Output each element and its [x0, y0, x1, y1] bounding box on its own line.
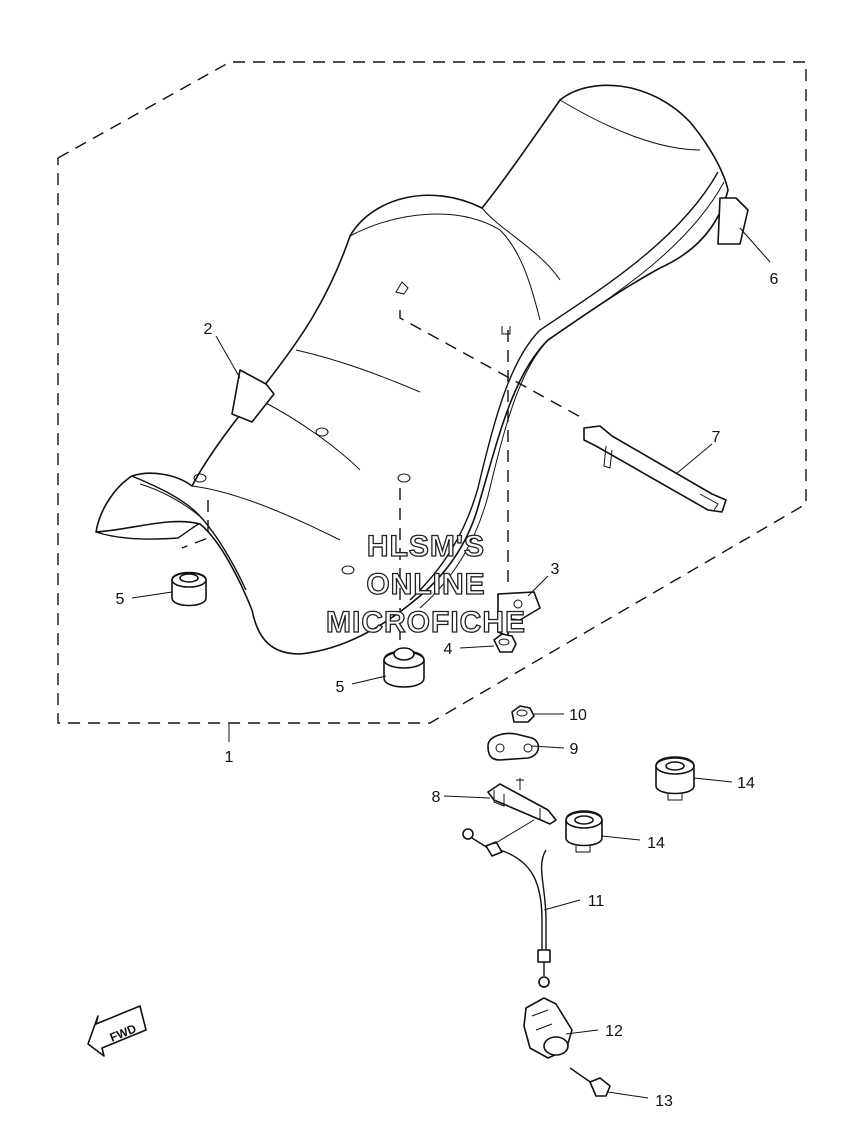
- part-9-plate: [487, 732, 540, 761]
- part-4-nut: [493, 633, 517, 653]
- part-13-bolt: [569, 1067, 611, 1097]
- watermark: HLSM'S ONLINE MICROFICHE: [325, 529, 526, 639]
- leader-3: [527, 575, 549, 597]
- callout-9: 9: [570, 741, 579, 758]
- part-2-label: [231, 369, 275, 423]
- callout-14a: 14: [737, 775, 755, 792]
- part-6-tab: [717, 197, 749, 245]
- watermark-line-2: ONLINE: [366, 568, 485, 601]
- part-10-nut: [511, 705, 535, 723]
- leader-7: [675, 443, 713, 475]
- part-7-strap: [583, 425, 727, 513]
- leader-11: [543, 899, 581, 911]
- callout-13: 13: [655, 1093, 673, 1110]
- leader-12: [565, 1029, 599, 1035]
- callout-7: 7: [712, 429, 721, 446]
- leader-11-bracket: [493, 819, 535, 845]
- leader-2: [215, 335, 241, 379]
- part-14-damper-upper: [655, 756, 695, 801]
- part-8-bracket: [487, 778, 557, 825]
- part-5-damper-front: [171, 571, 207, 607]
- callout-8: 8: [432, 789, 441, 806]
- seat: [95, 84, 729, 655]
- callout-14b: 14: [647, 835, 665, 852]
- fwd-arrow: FWD: [87, 1005, 147, 1057]
- callout-5a: 5: [116, 591, 125, 608]
- callout-11: 11: [588, 893, 605, 910]
- part-12-lock: [523, 997, 573, 1059]
- part-5-damper-rear: [383, 647, 425, 688]
- leader-5b: [351, 675, 387, 685]
- callout-2: 2: [204, 321, 213, 338]
- callout-1: 1: [225, 749, 234, 766]
- leader-5a: [131, 591, 173, 599]
- leader-14b: [601, 835, 641, 841]
- callout-4: 4: [444, 641, 453, 658]
- part-11-cable: [462, 828, 551, 988]
- part-3-bracket: [497, 591, 541, 637]
- leader-4: [459, 645, 495, 649]
- leader-9: [531, 745, 565, 749]
- assembly-boundary: [57, 61, 807, 724]
- callout-12: 12: [605, 1023, 623, 1040]
- part-14-damper-lower: [565, 810, 603, 853]
- callout-10: 10: [569, 707, 587, 724]
- watermark-line-1: HLSM'S: [367, 530, 485, 563]
- leader-14a: [693, 777, 733, 783]
- callout-5b: 5: [336, 679, 345, 696]
- callout-3: 3: [551, 561, 560, 578]
- align-dash-strap: [399, 310, 587, 421]
- leader-6: [739, 227, 771, 263]
- leader-8: [443, 795, 491, 799]
- leader-13: [607, 1091, 649, 1099]
- watermark-line-3: MICROFICHE: [326, 606, 526, 639]
- callout-6: 6: [770, 271, 779, 288]
